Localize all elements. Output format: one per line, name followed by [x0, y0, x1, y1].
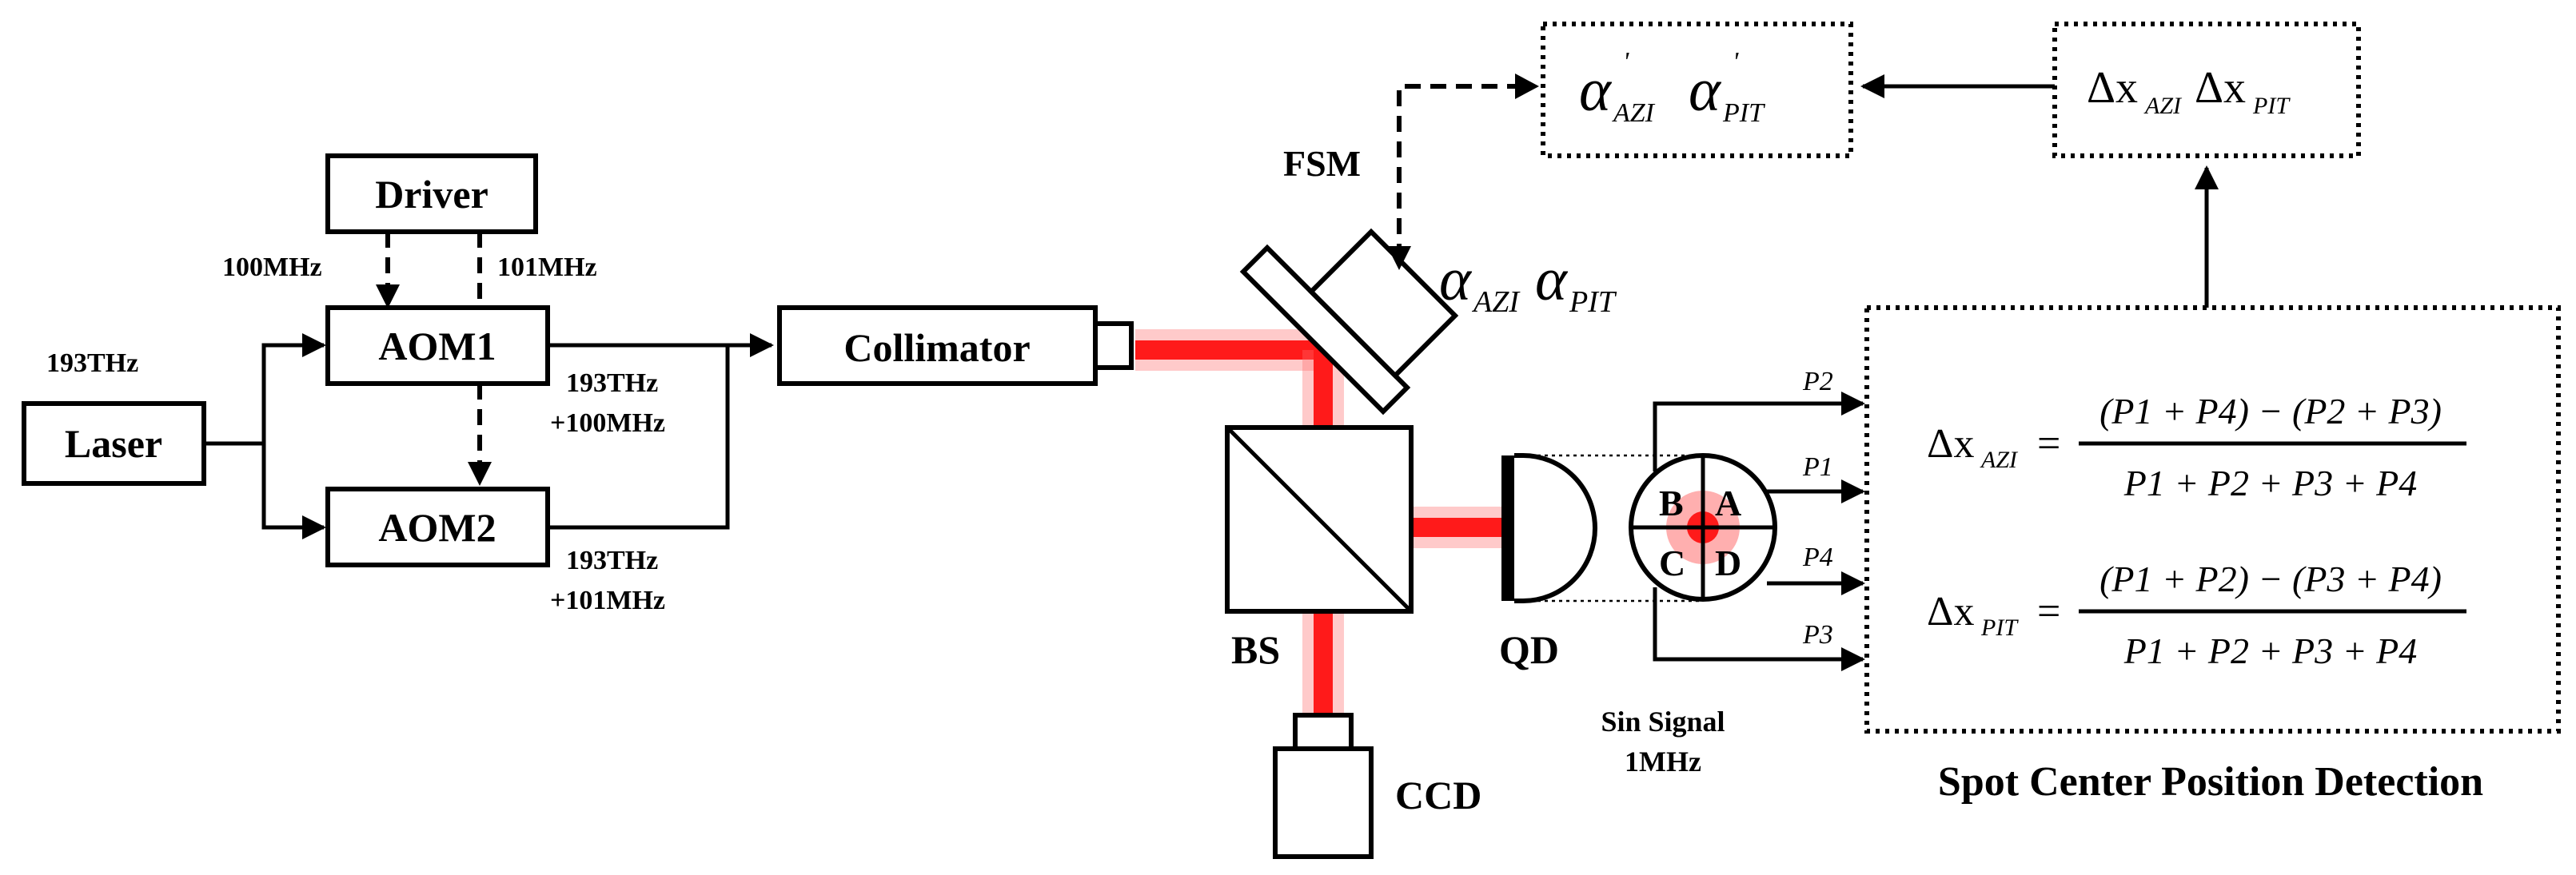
signal-p3-label: P3	[1802, 620, 1833, 650]
formula-pit-subscript: PIT	[1980, 614, 2019, 641]
driver-label: Driver	[375, 172, 488, 217]
deltax-azi-subscript: AZI	[2143, 93, 2183, 119]
alpha-prime-azi-symbol: α	[1579, 57, 1613, 124]
formula-azi-equals: =	[2037, 421, 2060, 467]
collimator-box	[777, 305, 1098, 386]
deltax-pit-symbol: Δx	[2195, 63, 2246, 113]
qd-front-plate	[1501, 455, 1514, 601]
sin-signal-label-line2: 1MHz	[1625, 746, 1701, 778]
aom1-output-freq-line1: 193THz	[566, 368, 658, 398]
spot-detection-title: Spot Center Position Detection	[1938, 759, 2483, 805]
aom2-label: AOM2	[378, 505, 496, 550]
fsm-mirror-plate	[1239, 244, 1411, 416]
formula-azi: Δx AZI = (P1 + P4) − (P2 + P3) P1 + P2 +…	[1927, 391, 2466, 503]
alpha-prime-box	[1541, 22, 1853, 158]
bs-label: BS	[1231, 627, 1280, 672]
signal-p1-label: P1	[1802, 452, 1833, 482]
aom2-output-freq-line1: 193THz	[566, 546, 658, 575]
alpha-prime-pit-subscript: PIT	[1722, 98, 1765, 128]
alpha-pit-symbol: α	[1535, 246, 1569, 313]
formula-azi-denominator: P1 + P2 + P3 + P4	[2123, 463, 2418, 503]
signal-p3-line	[1653, 587, 1865, 671]
deltax-content: Δx AZI Δx PIT	[2087, 63, 2291, 119]
alpha-azi-subscript: AZI	[1471, 285, 1521, 319]
signal-p2-label: P2	[1802, 367, 1833, 396]
laser-freq-label: 193THz	[46, 348, 138, 378]
quadrant-d-label: D	[1715, 543, 1741, 583]
alpha-prime-pit-symbol: α	[1689, 57, 1722, 124]
fsm-angle-label: α AZI α PIT	[1439, 246, 1617, 319]
aom2-to-collimator-line	[548, 345, 730, 530]
signal-p4-label: P4	[1802, 543, 1833, 572]
quadrant-c-label: C	[1659, 543, 1685, 583]
ccd-lens	[1293, 713, 1354, 751]
alpha-azi-symbol: α	[1439, 246, 1473, 313]
fsm-label: FSM	[1283, 143, 1361, 184]
quadrant-b-label: B	[1659, 483, 1684, 523]
formula-pit-lhs: Δx	[1927, 589, 1974, 634]
deltax-pit-subscript: PIT	[2252, 93, 2291, 119]
sin-signal-label-line1: Sin Signal	[1601, 706, 1725, 738]
deltax-box	[2052, 22, 2361, 158]
beam-splitter-diagonal	[1226, 426, 1413, 613]
ccd-body	[1273, 746, 1374, 859]
alpha-prime-pit-prime: '	[1733, 47, 1739, 77]
aom1-box	[325, 305, 550, 386]
alpha-pit-subscript: PIT	[1569, 285, 1617, 319]
aom1-label: AOM1	[378, 324, 496, 368]
alpha-prime-azi-prime: '	[1623, 47, 1629, 77]
aom1-output-freq-line2: +100MHz	[550, 408, 665, 438]
laser-to-aom1-line	[261, 333, 326, 443]
formula-pit-numerator: (P1 + P2) − (P3 + P4)	[2099, 559, 2442, 599]
laser-to-aom2-line	[261, 443, 326, 539]
laser-label: Laser	[65, 421, 162, 466]
signal-p2-line	[1653, 392, 1865, 471]
qd-label: QD	[1499, 627, 1559, 672]
formula-azi-numerator: (P1 + P4) − (P2 + P3)	[2099, 391, 2442, 432]
aom2-output-freq-line2: +101MHz	[550, 586, 665, 615]
driver-box	[325, 153, 538, 234]
collimator-label: Collimator	[843, 325, 1030, 370]
spot-detection-box	[1864, 305, 2561, 734]
feedback-to-fsm-line	[1387, 84, 1523, 270]
formula-pit-denominator: P1 + P2 + P3 + P4	[2123, 630, 2418, 671]
fsm-actuator-body	[1307, 228, 1459, 380]
qd-dome	[1514, 453, 1597, 603]
alpha-prime-content: α ' AZI α ' PIT	[1579, 47, 1765, 128]
formula-pit: Δx PIT = (P1 + P2) − (P3 + P4) P1 + P2 +…	[1927, 559, 2466, 671]
feedback-start-arrowhead	[1515, 74, 1539, 99]
formula-azi-subscript: AZI	[1980, 447, 2019, 473]
ccd-label: CCD	[1395, 773, 1481, 817]
quadrant-a-label: A	[1715, 483, 1741, 523]
formula-azi-lhs: Δx	[1927, 421, 1974, 467]
aom2-box	[325, 487, 550, 567]
formula-pit-equals: =	[2037, 589, 2060, 634]
quadrant-face: B A C D	[1629, 453, 1777, 602]
freq-101mhz-label: 101MHz	[497, 253, 597, 282]
deltax-azi-symbol: Δx	[2087, 63, 2138, 113]
fsm-mirror	[1239, 228, 1459, 416]
alpha-prime-azi-subscript: AZI	[1612, 98, 1656, 128]
freq-100mhz-label: 100MHz	[222, 253, 322, 282]
collimator-lens-cap	[1093, 321, 1134, 370]
